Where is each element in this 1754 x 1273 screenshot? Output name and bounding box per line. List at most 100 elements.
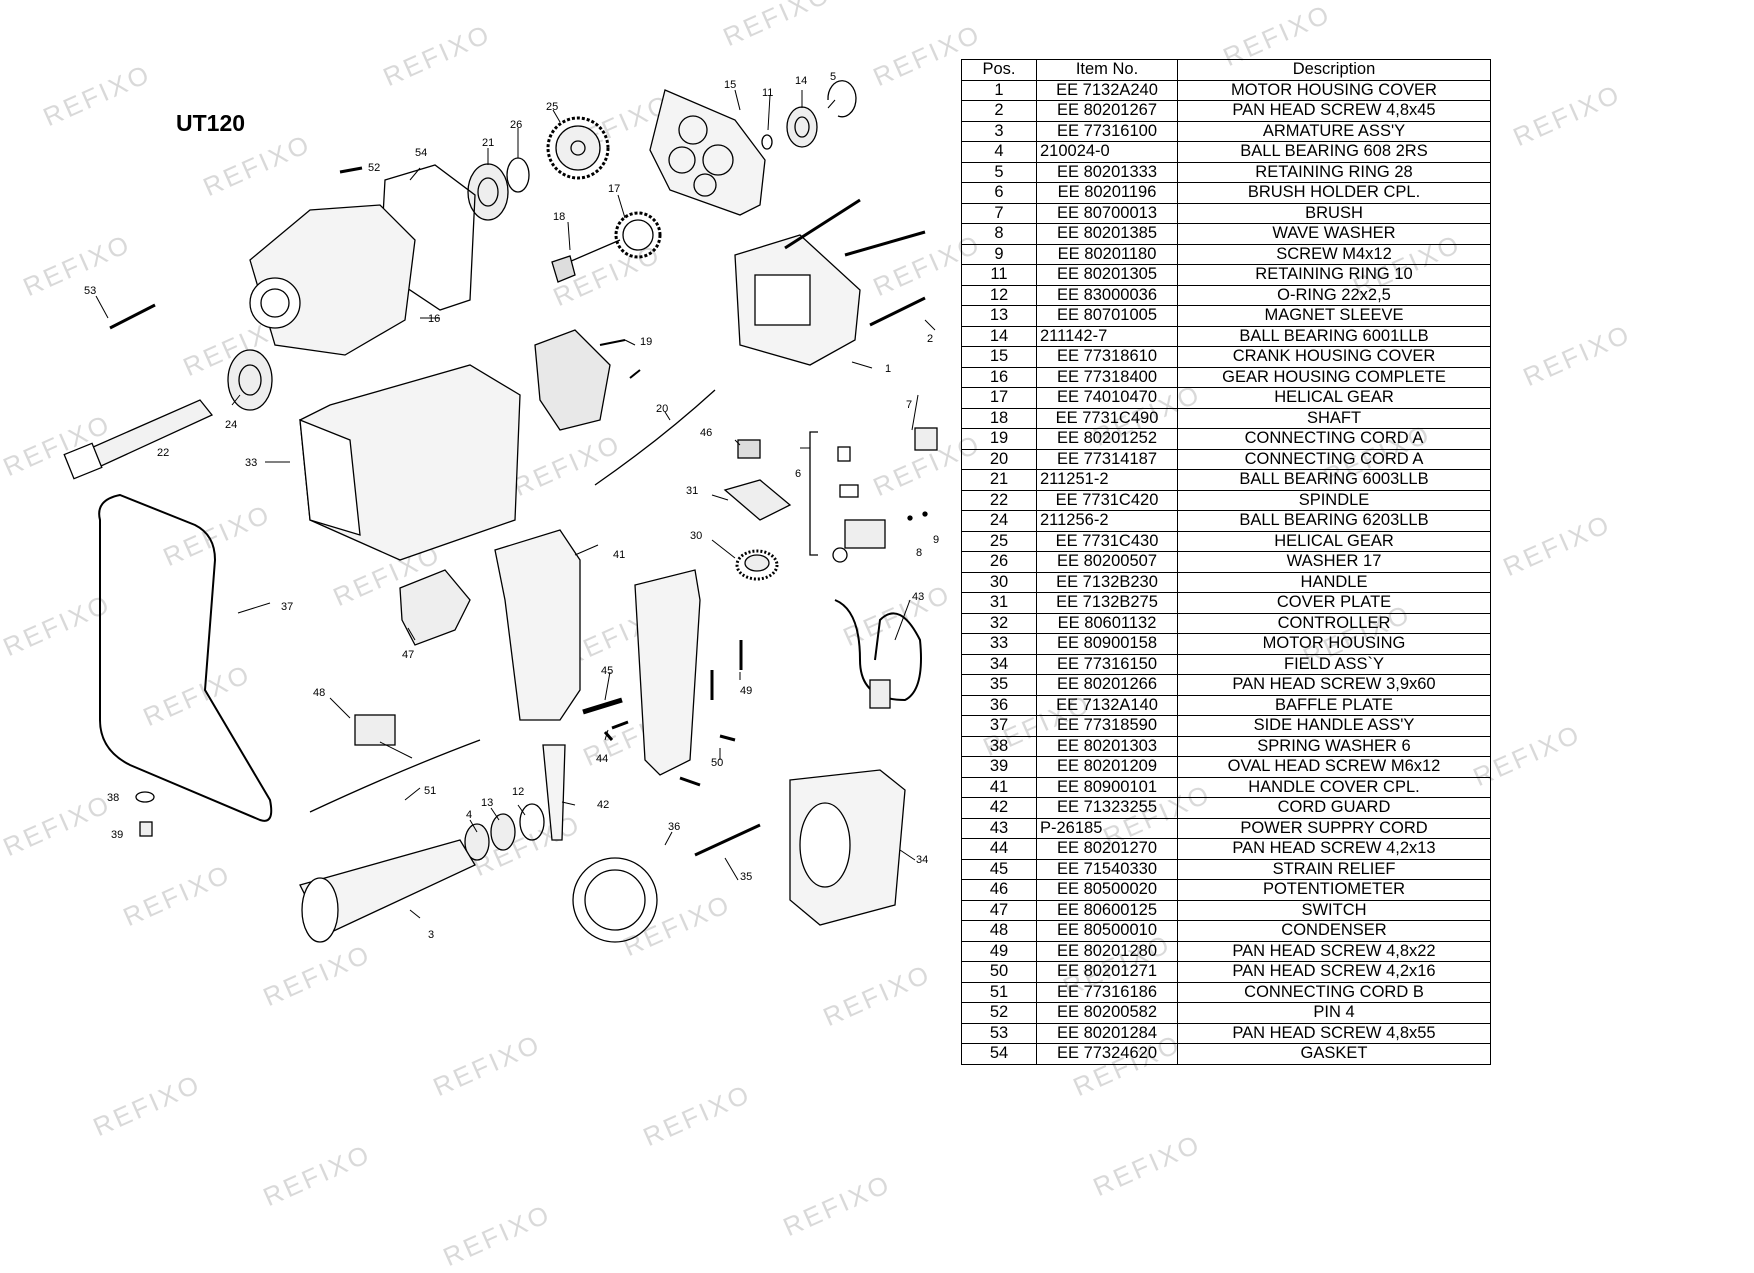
watermark-text: REFIXO: [1498, 507, 1616, 583]
leader-lines: [95, 89, 936, 919]
cell-pos: 38: [961, 735, 1037, 757]
part-spring-washer-38: [135, 791, 155, 803]
cell-description: GEAR HOUSING COMPLETE: [1177, 366, 1491, 388]
cell-pos: 4: [961, 141, 1037, 163]
cell-description: BALL BEARING 608 2RS: [1177, 141, 1491, 163]
cell-item-no: EE 80201252: [1036, 428, 1178, 450]
cell-item-no: EE 7731C420: [1036, 489, 1178, 511]
callout-30: 30: [690, 530, 702, 542]
cell-pos: 33: [961, 633, 1037, 655]
cell-item-no: EE 7132A140: [1036, 694, 1178, 716]
header-pos: Pos.: [961, 59, 1037, 81]
callout-1: 1: [885, 363, 891, 375]
callout-20: 20: [656, 403, 668, 415]
header-description: Description: [1177, 59, 1491, 81]
cell-pos: 32: [961, 612, 1037, 634]
callout-2: 2: [927, 333, 933, 345]
cell-item-no: EE 77318590: [1036, 715, 1178, 737]
callout-13: 13: [481, 797, 493, 809]
cell-item-no: EE 80200507: [1036, 551, 1178, 573]
callout-51: 51: [424, 785, 436, 797]
cell-item-no: EE 80900101: [1036, 776, 1178, 798]
cell-item-no: EE 80601132: [1036, 612, 1178, 634]
cell-description: HANDLE COVER CPL.: [1177, 776, 1491, 798]
cell-description: CONDENSER: [1177, 920, 1491, 942]
part-cord-20: [594, 389, 716, 486]
part-washer-26: [506, 157, 530, 193]
part-brush-holder-6: [832, 446, 886, 563]
cell-pos: 22: [961, 489, 1037, 511]
cell-item-no: EE 83000036: [1036, 284, 1178, 306]
callout-17: 17: [608, 183, 620, 195]
cell-description: SPRING WASHER 6: [1177, 735, 1491, 757]
cell-pos: 24: [961, 510, 1037, 532]
cell-description: SHAFT: [1177, 407, 1491, 429]
cell-description: SCREW M4x12: [1177, 243, 1491, 265]
exploded-view-diagram: UT120: [63, 71, 939, 943]
cell-pos: 54: [961, 1043, 1037, 1065]
cell-description: COVER PLATE: [1177, 592, 1491, 614]
cell-pos: 17: [961, 387, 1037, 409]
cell-pos: 3: [961, 120, 1037, 142]
cell-pos: 7: [961, 202, 1037, 224]
callout-16: 16: [428, 313, 440, 325]
cell-description: MOTOR HOUSING: [1177, 633, 1491, 655]
cell-item-no: EE 77316186: [1036, 981, 1178, 1003]
callout-9: 9: [933, 534, 939, 546]
part-handle-cover-41: [494, 529, 701, 776]
cell-pos: 45: [961, 858, 1037, 880]
cell-item-no: EE 7132B275: [1036, 592, 1178, 614]
part-screw-9: [922, 511, 928, 517]
cell-item-no: 211256-2: [1036, 510, 1178, 532]
callout-36: 36: [668, 821, 680, 833]
callout-35: 35: [740, 871, 752, 883]
cell-pos: 5: [961, 161, 1037, 183]
part-screws-49: [710, 640, 743, 700]
cell-description: BALL BEARING 6203LLB: [1177, 510, 1491, 532]
cell-description: CRANK HOUSING COVER: [1177, 346, 1491, 368]
callout-7: 7: [906, 399, 912, 411]
callout-49: 49: [740, 685, 752, 697]
part-gear-housing-16: [249, 204, 416, 356]
callout-42: 42: [597, 799, 609, 811]
header-item-no: Item No.: [1036, 59, 1178, 81]
cell-item-no: P-26185: [1036, 817, 1178, 839]
cell-pos: 39: [961, 756, 1037, 778]
cell-description: RETAINING RING 28: [1177, 161, 1491, 183]
part-power-cord-43: [834, 599, 922, 702]
cell-description: CONNECTING CORD B: [1177, 981, 1491, 1003]
cell-pos: 6: [961, 182, 1037, 204]
part-wave-washer-8: [907, 515, 913, 521]
cell-description: PAN HEAD SCREW 3,9x60: [1177, 674, 1491, 696]
cell-description: WAVE WASHER: [1177, 223, 1491, 245]
watermark-text: REFIXO: [1088, 1127, 1206, 1203]
cell-pos: 12: [961, 284, 1037, 306]
cell-description: PAN HEAD SCREW 4,8x45: [1177, 100, 1491, 122]
part-switch-47: [399, 569, 471, 646]
cell-pos: 41: [961, 776, 1037, 798]
cell-pos: 44: [961, 838, 1037, 860]
cell-description: HELICAL GEAR: [1177, 530, 1491, 552]
cell-description: OVAL HEAD SCREW M6x12: [1177, 756, 1491, 778]
part-screw-39: [139, 821, 153, 837]
cell-item-no: EE 7132A240: [1036, 79, 1178, 101]
part-magnet-sleeve-13: [490, 813, 516, 851]
cell-description: PAN HEAD SCREW 4,8x55: [1177, 1022, 1491, 1044]
cell-pos: 19: [961, 428, 1037, 450]
cell-pos: 51: [961, 981, 1037, 1003]
cell-item-no: EE 80500020: [1036, 879, 1178, 901]
callout-26: 26: [510, 119, 522, 131]
